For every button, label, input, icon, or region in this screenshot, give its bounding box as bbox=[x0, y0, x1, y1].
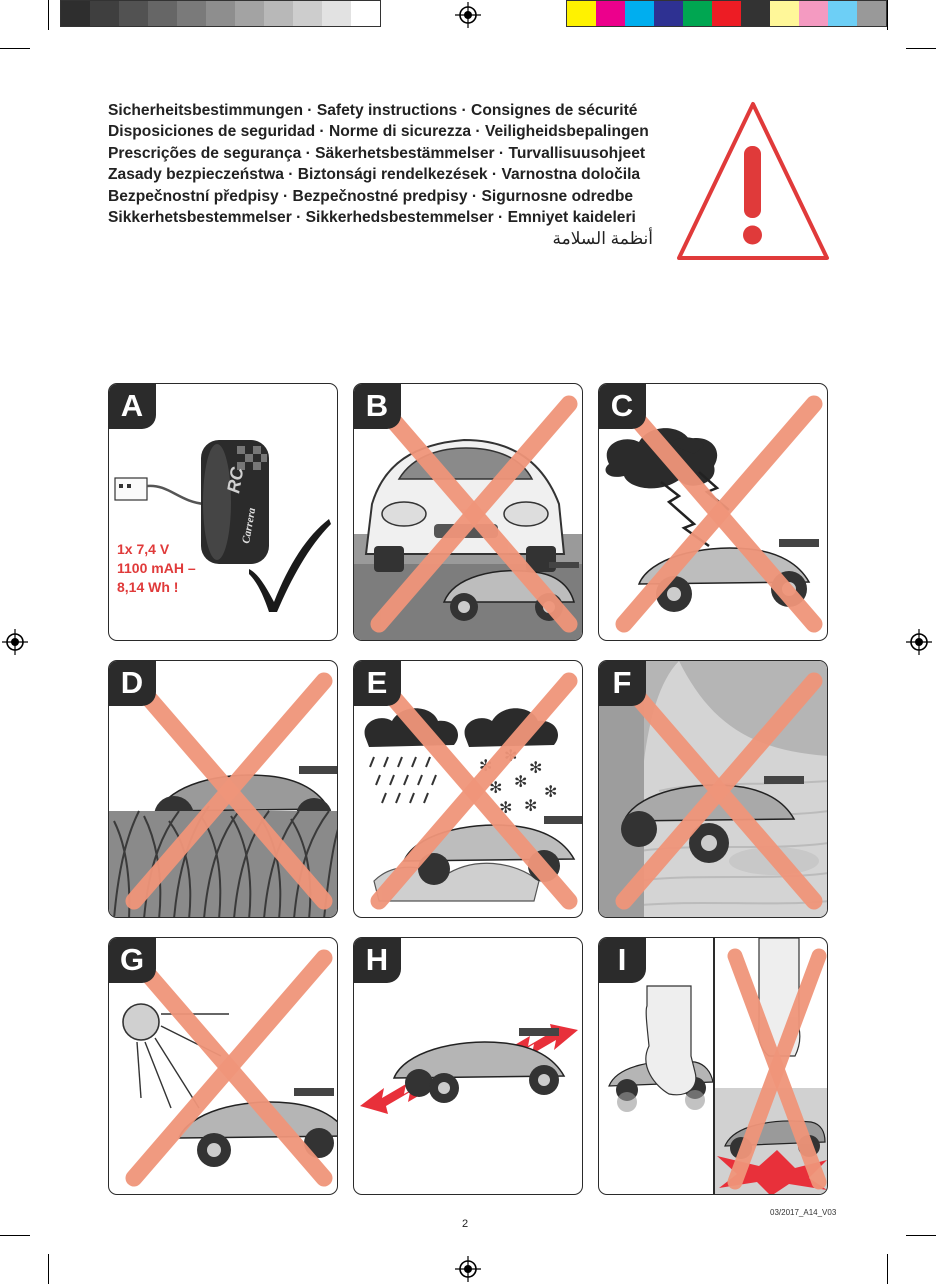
panel-c-no-thunderstorm: C bbox=[598, 383, 828, 641]
svg-text:✻: ✻ bbox=[529, 758, 542, 777]
panel-letter: F bbox=[599, 661, 646, 706]
svg-text:✻: ✻ bbox=[544, 782, 557, 801]
panel-e-no-rain-snow: E ✻✻✻ ✻✻✻ ✻✻ bbox=[353, 660, 583, 918]
color-swatch bbox=[148, 1, 177, 26]
battery-pack-illustration: RC Carrera bbox=[114, 440, 331, 612]
panel-letter: E bbox=[354, 661, 401, 706]
title-line-arabic: أنظمة السلامة bbox=[552, 229, 654, 249]
title-line: Sicherheitsbestimmungen · Safety instruc… bbox=[108, 102, 638, 119]
registration-mark-icon bbox=[455, 2, 481, 28]
color-swatch bbox=[799, 1, 828, 26]
color-swatch bbox=[61, 1, 90, 26]
panel-i-hold-car-correctly: I bbox=[598, 937, 828, 1195]
crop-mark bbox=[906, 1235, 936, 1236]
storm-lightning-illustration bbox=[605, 395, 823, 633]
color-swatch bbox=[567, 1, 596, 26]
title-line: Zasady bezpieczeństwa · Biztonsági rende… bbox=[108, 166, 641, 184]
panel-g-no-direct-sunlight: G bbox=[108, 937, 338, 1195]
color-swatch bbox=[857, 1, 886, 26]
panel-letter: H bbox=[354, 938, 401, 983]
registration-mark-icon bbox=[2, 629, 28, 655]
panel-letter: D bbox=[109, 661, 156, 706]
hand-holding-car-illustration bbox=[608, 938, 827, 1194]
title-line: Prescrições de segurança · Säkerhetsbest… bbox=[108, 144, 646, 162]
panel-letter: G bbox=[109, 938, 156, 983]
crop-mark bbox=[887, 0, 888, 30]
process-color-bar bbox=[566, 0, 887, 27]
panel-divider bbox=[713, 938, 715, 1194]
battery-spec-text: 1x 7,4 V 1100 mAH – 8,14 Wh ! bbox=[117, 540, 196, 597]
color-swatch bbox=[770, 1, 799, 26]
sun-heat-illustration bbox=[122, 949, 337, 1187]
safety-title-block: Sicherheitsbestimmungen · Safety instruc… bbox=[108, 100, 708, 250]
title-line: Sikkerhetsbestemmelser · Sikkerhedsbeste… bbox=[108, 209, 636, 227]
panel-letter: A bbox=[109, 384, 156, 429]
color-swatch bbox=[119, 1, 148, 26]
title-line: Disposiciones de seguridad · Norme di si… bbox=[108, 123, 649, 141]
grayscale-color-bar bbox=[60, 0, 381, 27]
panel-f-no-sand: F bbox=[598, 660, 828, 918]
color-swatch bbox=[654, 1, 683, 26]
color-swatch bbox=[625, 1, 654, 26]
document-code: 03/2017_A14_V03 bbox=[770, 1208, 837, 1217]
rain-snow-illustration: ✻✻✻ ✻✻✻ ✻✻ bbox=[364, 672, 582, 910]
color-swatch bbox=[683, 1, 712, 26]
panel-letter: B bbox=[354, 384, 401, 429]
crop-mark bbox=[48, 0, 49, 30]
color-swatch bbox=[264, 1, 293, 26]
car-and-rc-car-illustration bbox=[354, 395, 582, 640]
color-swatch bbox=[596, 1, 625, 26]
panel-a-allowed-battery: A RC Carrera 1x 7,4 V 1100 mAH – 8,14 Wh… bbox=[108, 383, 338, 641]
color-swatch bbox=[206, 1, 235, 26]
title-line: Bezpečnostní předpisy · Bezpečnostné pre… bbox=[108, 187, 634, 205]
panel-d-no-tall-grass: D bbox=[108, 660, 338, 918]
color-swatch bbox=[293, 1, 322, 26]
battery-capacity: 1100 mAH – bbox=[117, 560, 196, 576]
color-swatch bbox=[90, 1, 119, 26]
color-swatch bbox=[322, 1, 351, 26]
registration-mark-icon bbox=[906, 629, 932, 655]
svg-text:✻: ✻ bbox=[524, 796, 537, 815]
crop-mark bbox=[0, 48, 30, 49]
battery-energy: 8,14 Wh ! bbox=[117, 579, 179, 595]
crop-mark bbox=[0, 1235, 30, 1236]
page-number: 2 bbox=[462, 1218, 469, 1230]
color-swatch bbox=[828, 1, 857, 26]
warning-triangle-icon bbox=[677, 102, 829, 260]
color-swatch bbox=[741, 1, 770, 26]
svg-text:✻: ✻ bbox=[514, 772, 527, 791]
panel-h-keep-distance: H bbox=[353, 937, 583, 1195]
color-swatch bbox=[235, 1, 264, 26]
color-swatch bbox=[351, 1, 380, 26]
crop-mark bbox=[887, 1254, 888, 1284]
panel-letter: I bbox=[599, 938, 646, 983]
panel-b-no-car-traffic: B bbox=[353, 383, 583, 641]
tall-grass-illustration bbox=[109, 672, 337, 917]
crop-mark bbox=[48, 1254, 49, 1284]
color-swatch bbox=[177, 1, 206, 26]
rc-car-arrows-illustration bbox=[360, 1024, 578, 1114]
battery-voltage: 1x 7,4 V bbox=[117, 541, 170, 557]
crop-mark bbox=[906, 48, 936, 49]
svg-text:RC: RC bbox=[223, 465, 247, 495]
registration-mark-icon bbox=[455, 1256, 481, 1282]
color-swatch bbox=[712, 1, 741, 26]
panel-letter: C bbox=[599, 384, 646, 429]
